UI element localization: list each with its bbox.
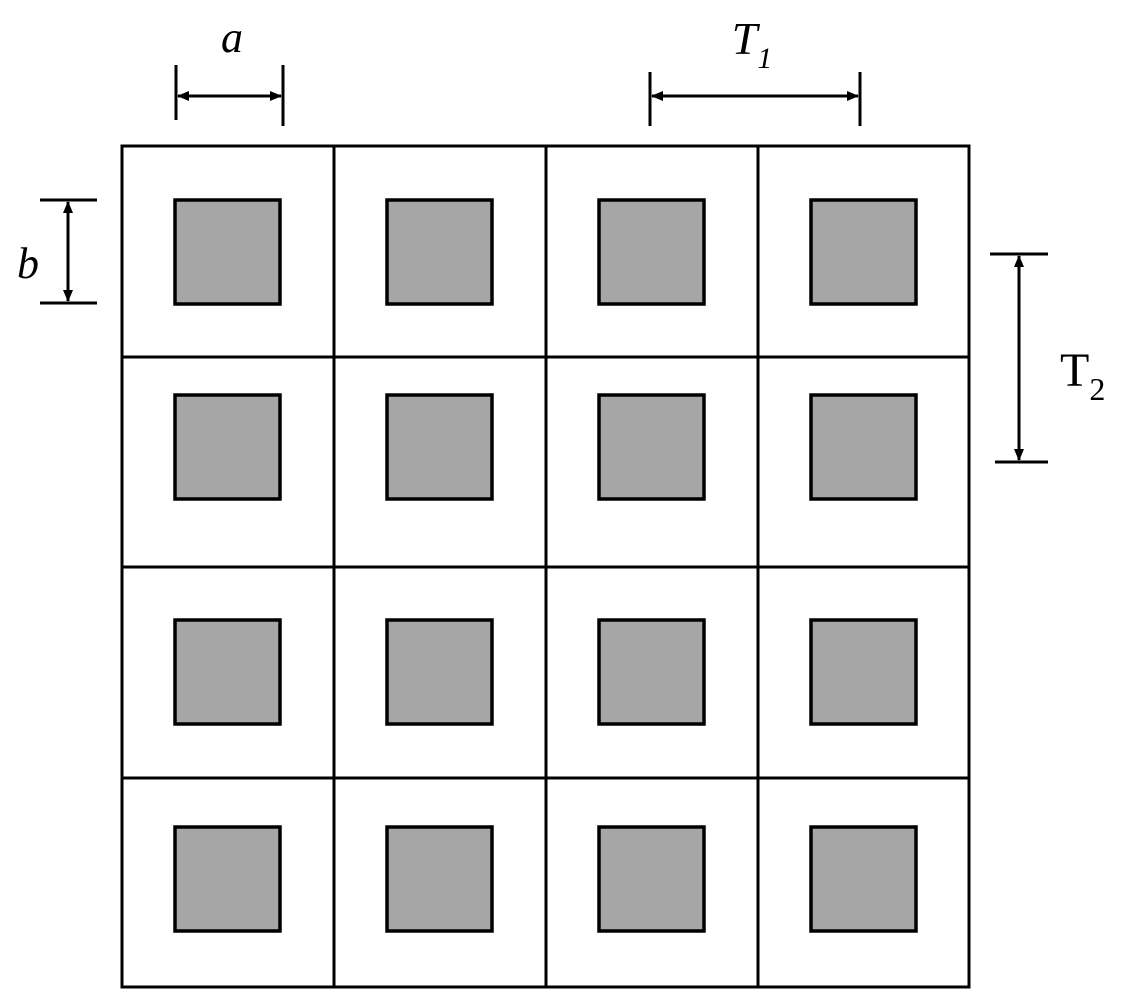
inclusions — [173, 198, 918, 933]
unit-cell — [756, 355, 971, 569]
inclusion-square — [173, 393, 282, 501]
dimension-t2: T2 — [990, 252, 1105, 464]
inclusion-square — [597, 393, 706, 501]
label-t2-sub: 2 — [1089, 371, 1105, 407]
dimension-b: b — [17, 198, 97, 305]
inclusion-square — [173, 618, 282, 726]
dimension-t1: T1 — [648, 13, 862, 126]
inclusion-square — [809, 825, 918, 933]
inclusion-square — [173, 825, 282, 933]
inclusion-square — [809, 198, 918, 306]
inclusion-square — [809, 618, 918, 726]
label-t1: T1 — [732, 13, 773, 75]
inclusion-square — [809, 393, 918, 501]
inclusion-square — [385, 393, 494, 501]
inclusion-square — [385, 825, 494, 933]
inclusion-square — [597, 198, 706, 306]
label-t2-main: T — [1060, 344, 1089, 397]
label-t1-sub: 1 — [757, 42, 772, 75]
label-t2: T2 — [1060, 344, 1105, 407]
dimension-a: a — [174, 13, 285, 126]
inclusion-square — [597, 618, 706, 726]
label-t1-main: T — [732, 13, 761, 64]
label-b: b — [17, 239, 39, 288]
unit-cell — [332, 776, 548, 989]
inclusion-square — [173, 198, 282, 306]
inclusion-square — [385, 618, 494, 726]
inclusion-square — [597, 825, 706, 933]
inclusion-square — [385, 198, 494, 306]
label-a: a — [221, 13, 243, 62]
